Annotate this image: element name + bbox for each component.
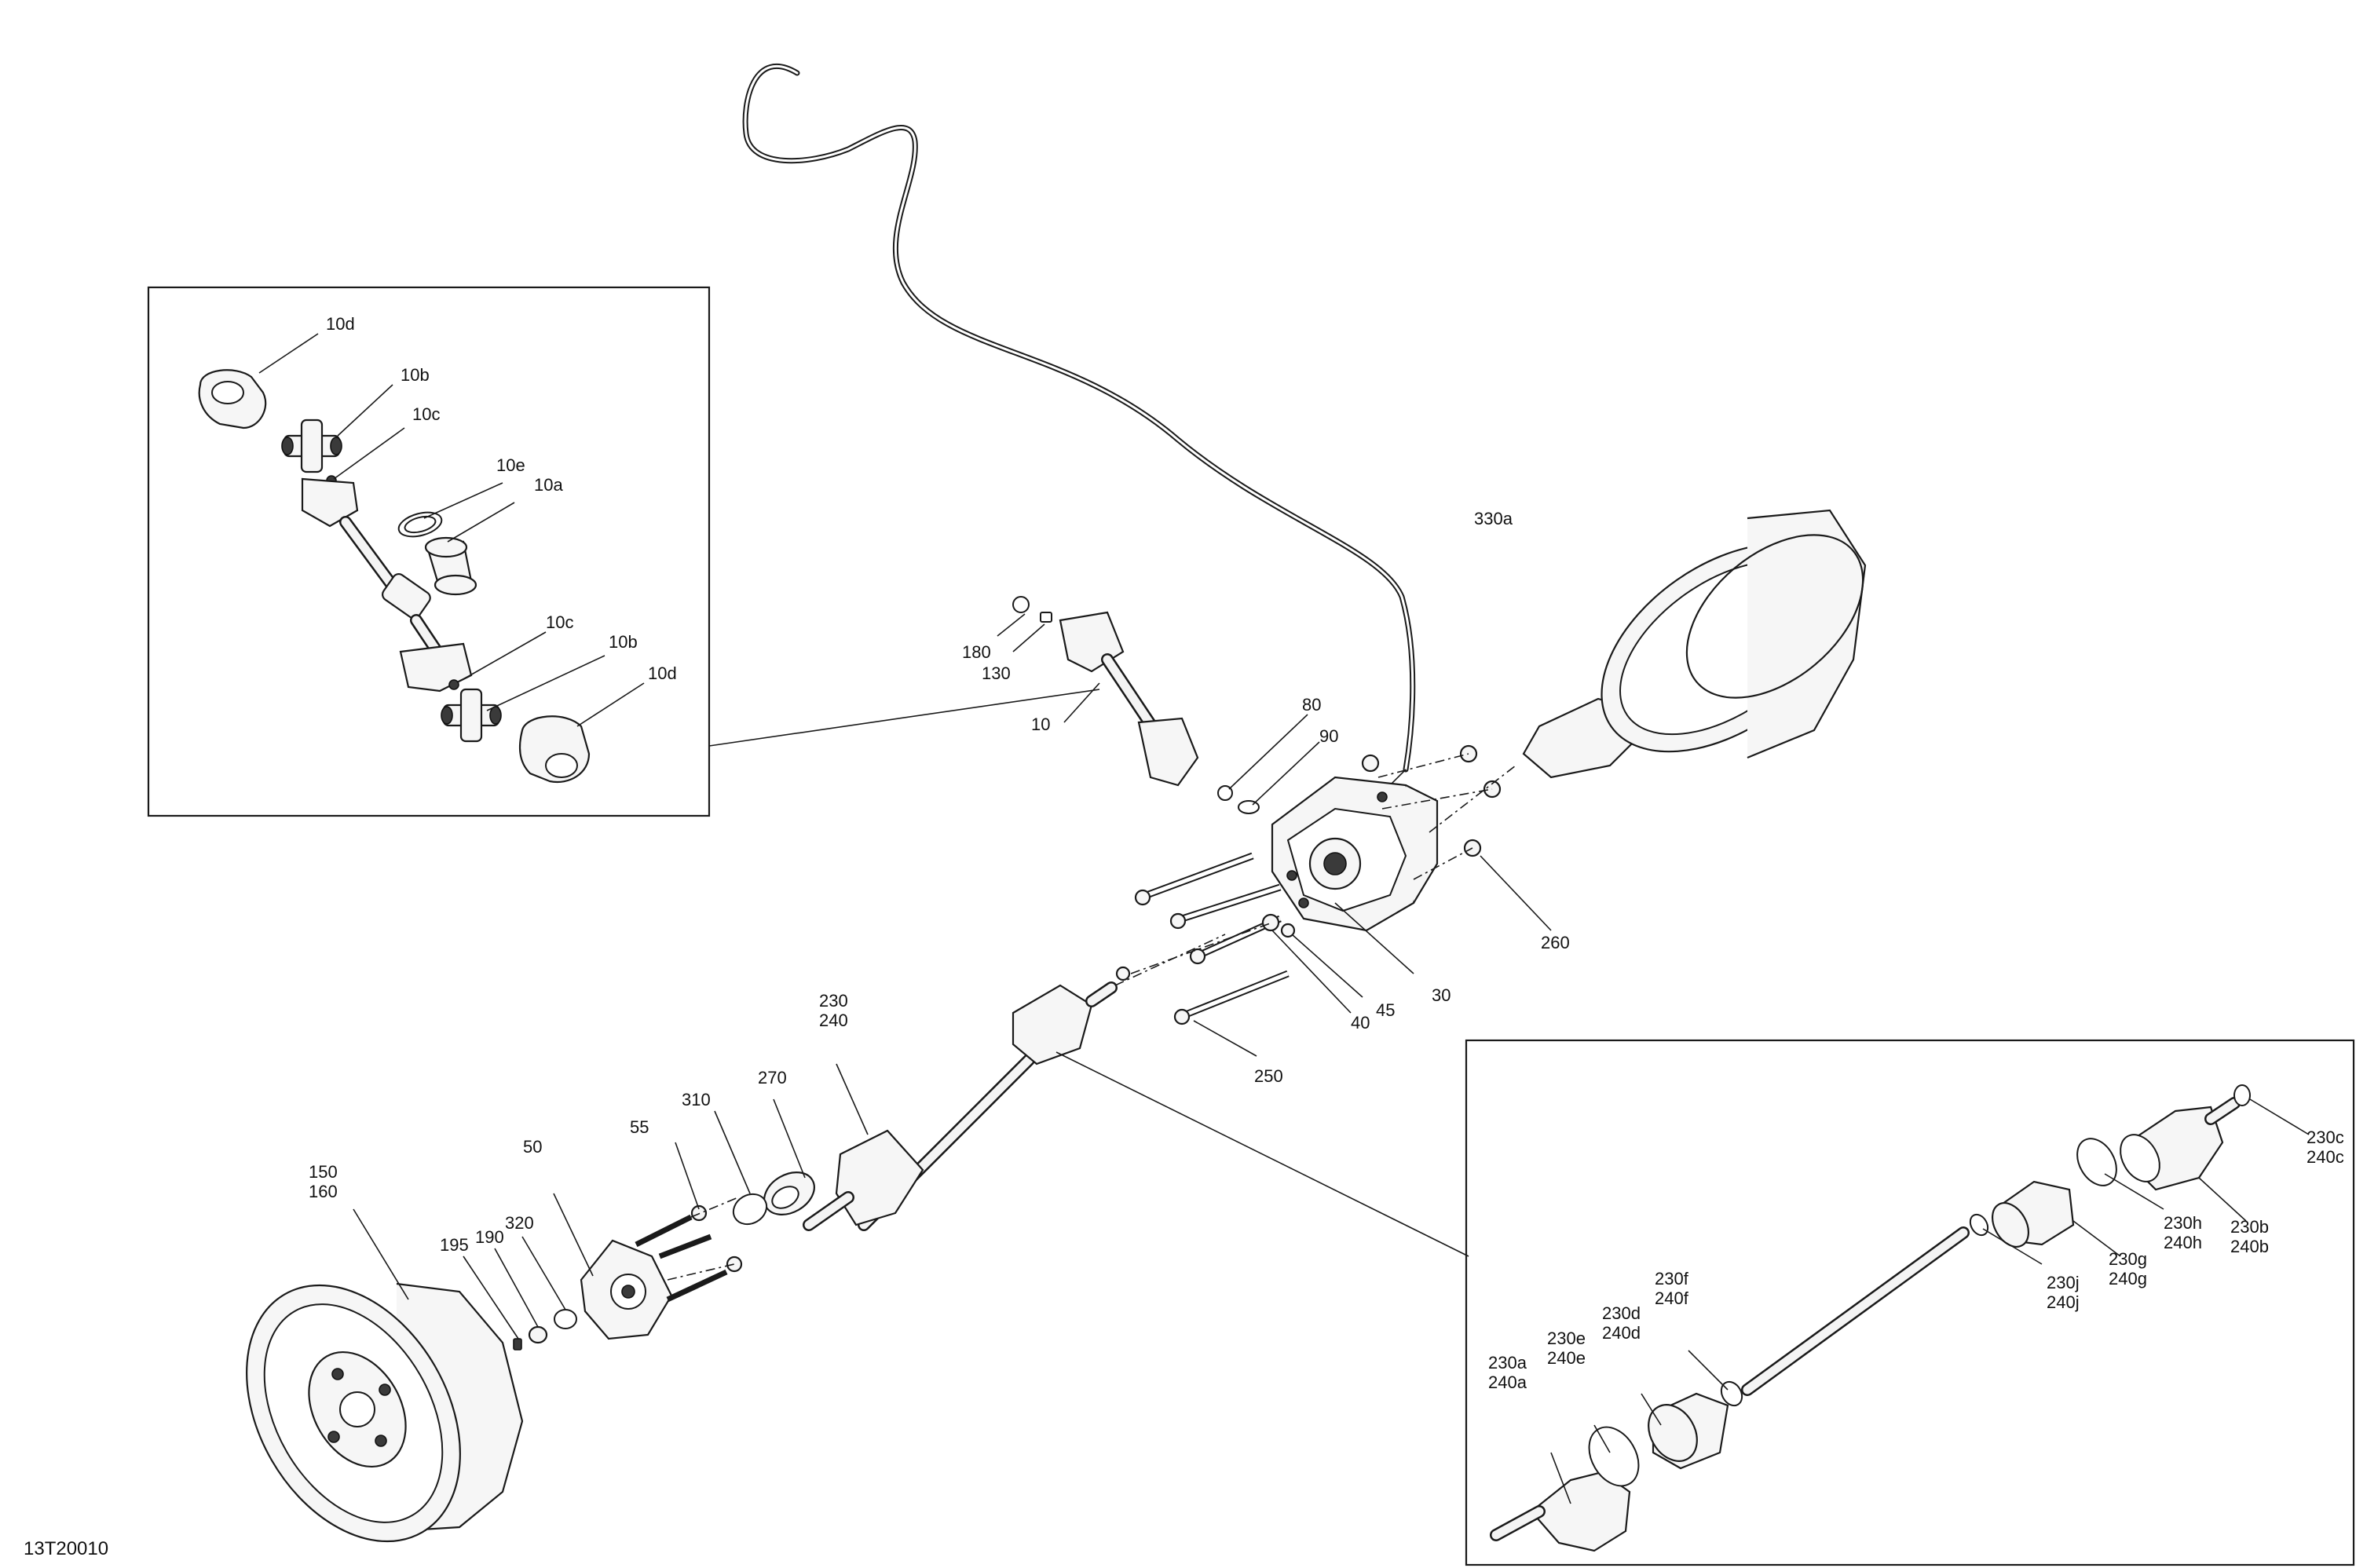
label-230h: 230h [2164, 1213, 2202, 1233]
label-320: 320 [505, 1213, 534, 1233]
label-55: 55 [630, 1117, 649, 1137]
label-10c-top: 10c [412, 404, 440, 424]
label-250: 250 [1254, 1066, 1283, 1086]
label-230e: 230e [1547, 1329, 1586, 1348]
label-240b: 240b [2230, 1237, 2269, 1256]
detail-link-propshaft [708, 689, 1100, 747]
label-10c-bot: 10c [546, 612, 573, 632]
label-90: 90 [1319, 726, 1338, 746]
label-230j: 230j [2047, 1273, 2080, 1292]
left-wheel [246, 1282, 524, 1543]
label-10b-bot: 10b [609, 632, 638, 652]
label-240d: 240d [1602, 1323, 1641, 1343]
bolts-long [1134, 852, 1290, 1025]
label-230b: 230b [2230, 1217, 2269, 1237]
label-330a: 330a [1474, 509, 1513, 528]
hub-nut-set [513, 1309, 577, 1351]
left-axle [803, 981, 1118, 1231]
label-40: 40 [1351, 1013, 1370, 1033]
label-270: 270 [758, 1068, 787, 1087]
label-230f: 230f [1655, 1269, 1689, 1288]
label-45: 45 [1376, 1000, 1395, 1020]
label-195: 195 [440, 1235, 469, 1255]
label-230c: 230c [2307, 1128, 2344, 1147]
label-10d-bot: 10d [648, 663, 677, 683]
label-260: 260 [1541, 933, 1570, 952]
label-230-top: 230 [819, 991, 848, 1011]
propshaft-exploded [198, 369, 591, 784]
label-160: 160 [309, 1182, 338, 1201]
label-240f: 240f [1655, 1288, 1689, 1308]
diagram-id: 13T20010 [24, 1538, 108, 1559]
label-230g: 230g [2109, 1249, 2147, 1269]
label-240c: 240c [2307, 1147, 2344, 1167]
label-50: 50 [523, 1137, 542, 1157]
label-10: 10 [1031, 715, 1050, 734]
label-230a: 230a [1488, 1353, 1527, 1372]
label-150: 150 [309, 1162, 338, 1182]
label-240e: 240e [1547, 1348, 1586, 1368]
label-180: 180 [962, 642, 991, 662]
label-30: 30 [1432, 985, 1451, 1005]
propshaft-assembled [1012, 596, 1260, 814]
detail-box-propshaft [147, 286, 711, 817]
label-80: 80 [1302, 695, 1321, 715]
label-130: 130 [982, 663, 1011, 683]
label-310: 310 [682, 1090, 711, 1109]
label-240g: 240g [2109, 1269, 2147, 1288]
wheel-hub [580, 1204, 743, 1340]
label-10d-top: 10d [326, 314, 355, 334]
label-10e: 10e [496, 455, 525, 475]
callout-labels: 10d 10b 10c 10e 10a 10c 10b 10d 330a 180… [24, 314, 2344, 1559]
axle-exploded [1490, 1084, 2251, 1552]
label-240h: 240h [2164, 1233, 2202, 1252]
right-wheel [1601, 509, 1867, 759]
label-230d: 230d [1602, 1303, 1641, 1323]
label-240-top: 240 [819, 1011, 848, 1030]
final-drive-housing [1271, 776, 1439, 932]
bearing-and-circlip [732, 1171, 815, 1226]
brake-cable [742, 64, 1416, 802]
label-240j: 240j [2047, 1292, 2080, 1312]
label-10a: 10a [534, 475, 563, 495]
label-240a: 240a [1488, 1372, 1527, 1392]
label-10b-top: 10b [401, 365, 430, 385]
label-190: 190 [475, 1227, 504, 1247]
detail-box-axle [1465, 1039, 2355, 1566]
